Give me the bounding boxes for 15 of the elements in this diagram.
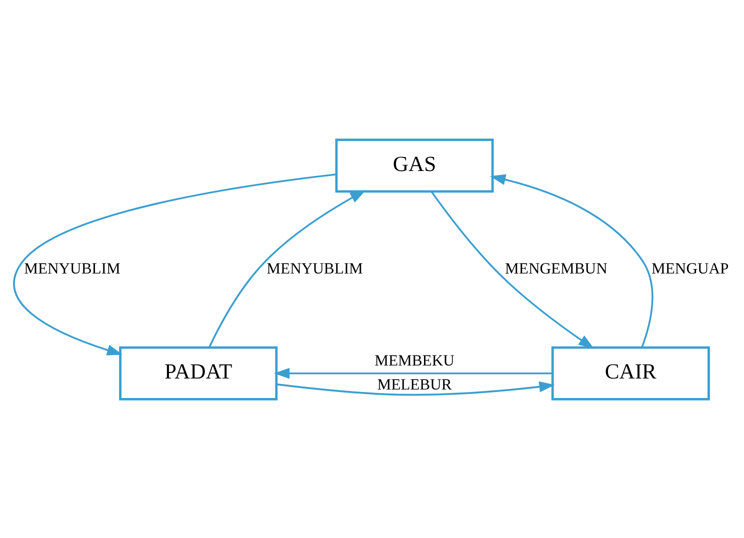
arrow	[274, 367, 553, 378]
node-box: GAS	[335, 138, 494, 192]
arrow	[430, 190, 594, 348]
edge-label: MENYUBLIM	[266, 260, 363, 278]
arrow	[490, 174, 654, 348]
node-box: CAIR	[551, 346, 710, 400]
edge-label: MELEBUR	[377, 376, 452, 393]
arrow	[208, 190, 366, 348]
edge-label: MENGUAP	[652, 260, 729, 278]
edge-label: MEMBEKU	[374, 352, 454, 369]
arrow	[276, 380, 555, 396]
edge-label: MENGEMBUN	[505, 260, 608, 278]
edge-label: MENYUBLIM	[24, 260, 120, 278]
arrow	[13, 172, 336, 355]
node-box: PADAT	[119, 346, 278, 400]
